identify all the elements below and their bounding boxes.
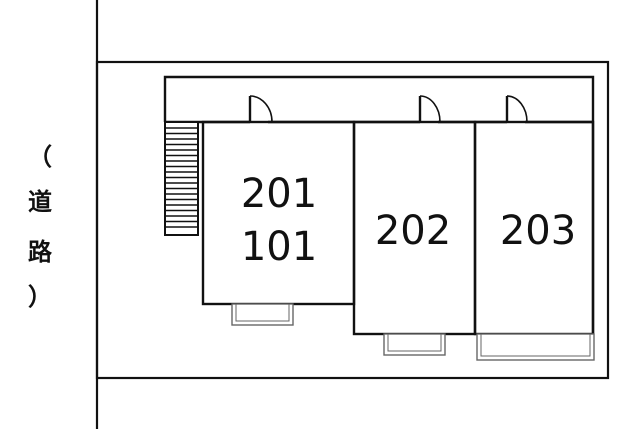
staircase — [164, 121, 199, 236]
road-label-char-0: （ — [28, 143, 52, 171]
unit-label-101: 101 — [241, 224, 317, 270]
door-202 — [418, 95, 441, 123]
site-boundary — [95, 60, 610, 380]
balcony-201 — [231, 303, 294, 326]
road-label-char-2: 路 — [28, 238, 53, 266]
unit-label-201: 201 — [241, 171, 317, 217]
corridor — [163, 75, 595, 335]
stair-steps — [165, 127, 198, 228]
balcony-202 — [383, 333, 446, 356]
balcony-203 — [476, 333, 595, 361]
unit-label-203: 203 — [500, 208, 576, 254]
door-203 — [505, 95, 528, 123]
road-label-char-3: ） — [28, 283, 52, 311]
road-label-char-1: 道 — [28, 188, 52, 216]
unit-label-202: 202 — [375, 208, 451, 254]
road-label: （ 道 路 ） — [28, 143, 53, 311]
door-201 — [248, 95, 273, 123]
